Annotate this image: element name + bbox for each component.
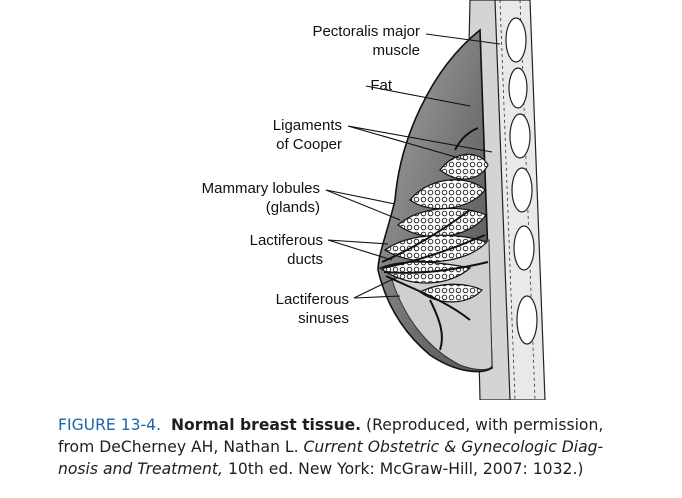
caption-authors: from DeCherney AH, Nathan L. (58, 438, 299, 456)
figure-caption: FIGURE 13-4. Normal breast tissue. (Repr… (58, 414, 668, 480)
rib-segments (505, 17, 538, 345)
caption-line-2: from DeCherney AH, Nathan L. Current Obs… (58, 436, 668, 458)
leader-lines (325, 33, 501, 299)
caption-book-title-part1: Current Obstetric & Gynecologic Diag- (303, 438, 604, 456)
caption-publisher: 10th ed. New York: McGraw-Hill, 2007: 10… (227, 460, 584, 478)
label-ligaments-of-cooper: Ligaments of Cooper (273, 116, 342, 154)
caption-figure-number: FIGURE 13-4. (58, 416, 162, 434)
label-cooper-line2: of Cooper (276, 136, 342, 153)
label-pectoralis-major-muscle: Pectoralis major muscle (312, 22, 420, 60)
caption-book-title-part2: nosis and Treatment, (58, 460, 223, 478)
label-lobules-line1: Mammary lobules (201, 180, 320, 197)
label-mammary-lobules: Mammary lobules (glands) (202, 179, 320, 217)
caption-line-1: FIGURE 13-4. Normal breast tissue. (Repr… (58, 414, 668, 436)
label-sinuses-line2: sinuses (298, 310, 349, 327)
label-lobules-line2: (glands) (265, 199, 320, 216)
label-cooper-line1: Ligaments (272, 117, 342, 134)
caption-reproduced: (Reproduced, with permission, (366, 416, 604, 434)
label-lactiferous-sinuses: Lactiferous sinuses (276, 290, 349, 328)
lactiferous-ducts (381, 127, 489, 351)
label-ducts-line2: ducts (287, 251, 323, 268)
label-pectoralis-line1: Pectoralis major (312, 23, 420, 40)
label-ducts-line1: Lactiferous (249, 232, 323, 249)
breast-anatomy-illustration (325, 0, 546, 400)
caption-title: Normal breast tissue. (170, 416, 362, 434)
label-pectoralis-line2: muscle (372, 42, 420, 59)
label-sinuses-line1: Lactiferous (275, 291, 349, 308)
caption-line-3: nosis and Treatment, 10th ed. New York: … (58, 458, 668, 480)
label-fat: Fat (370, 77, 392, 94)
label-lactiferous-ducts: Lactiferous ducts (250, 231, 323, 269)
